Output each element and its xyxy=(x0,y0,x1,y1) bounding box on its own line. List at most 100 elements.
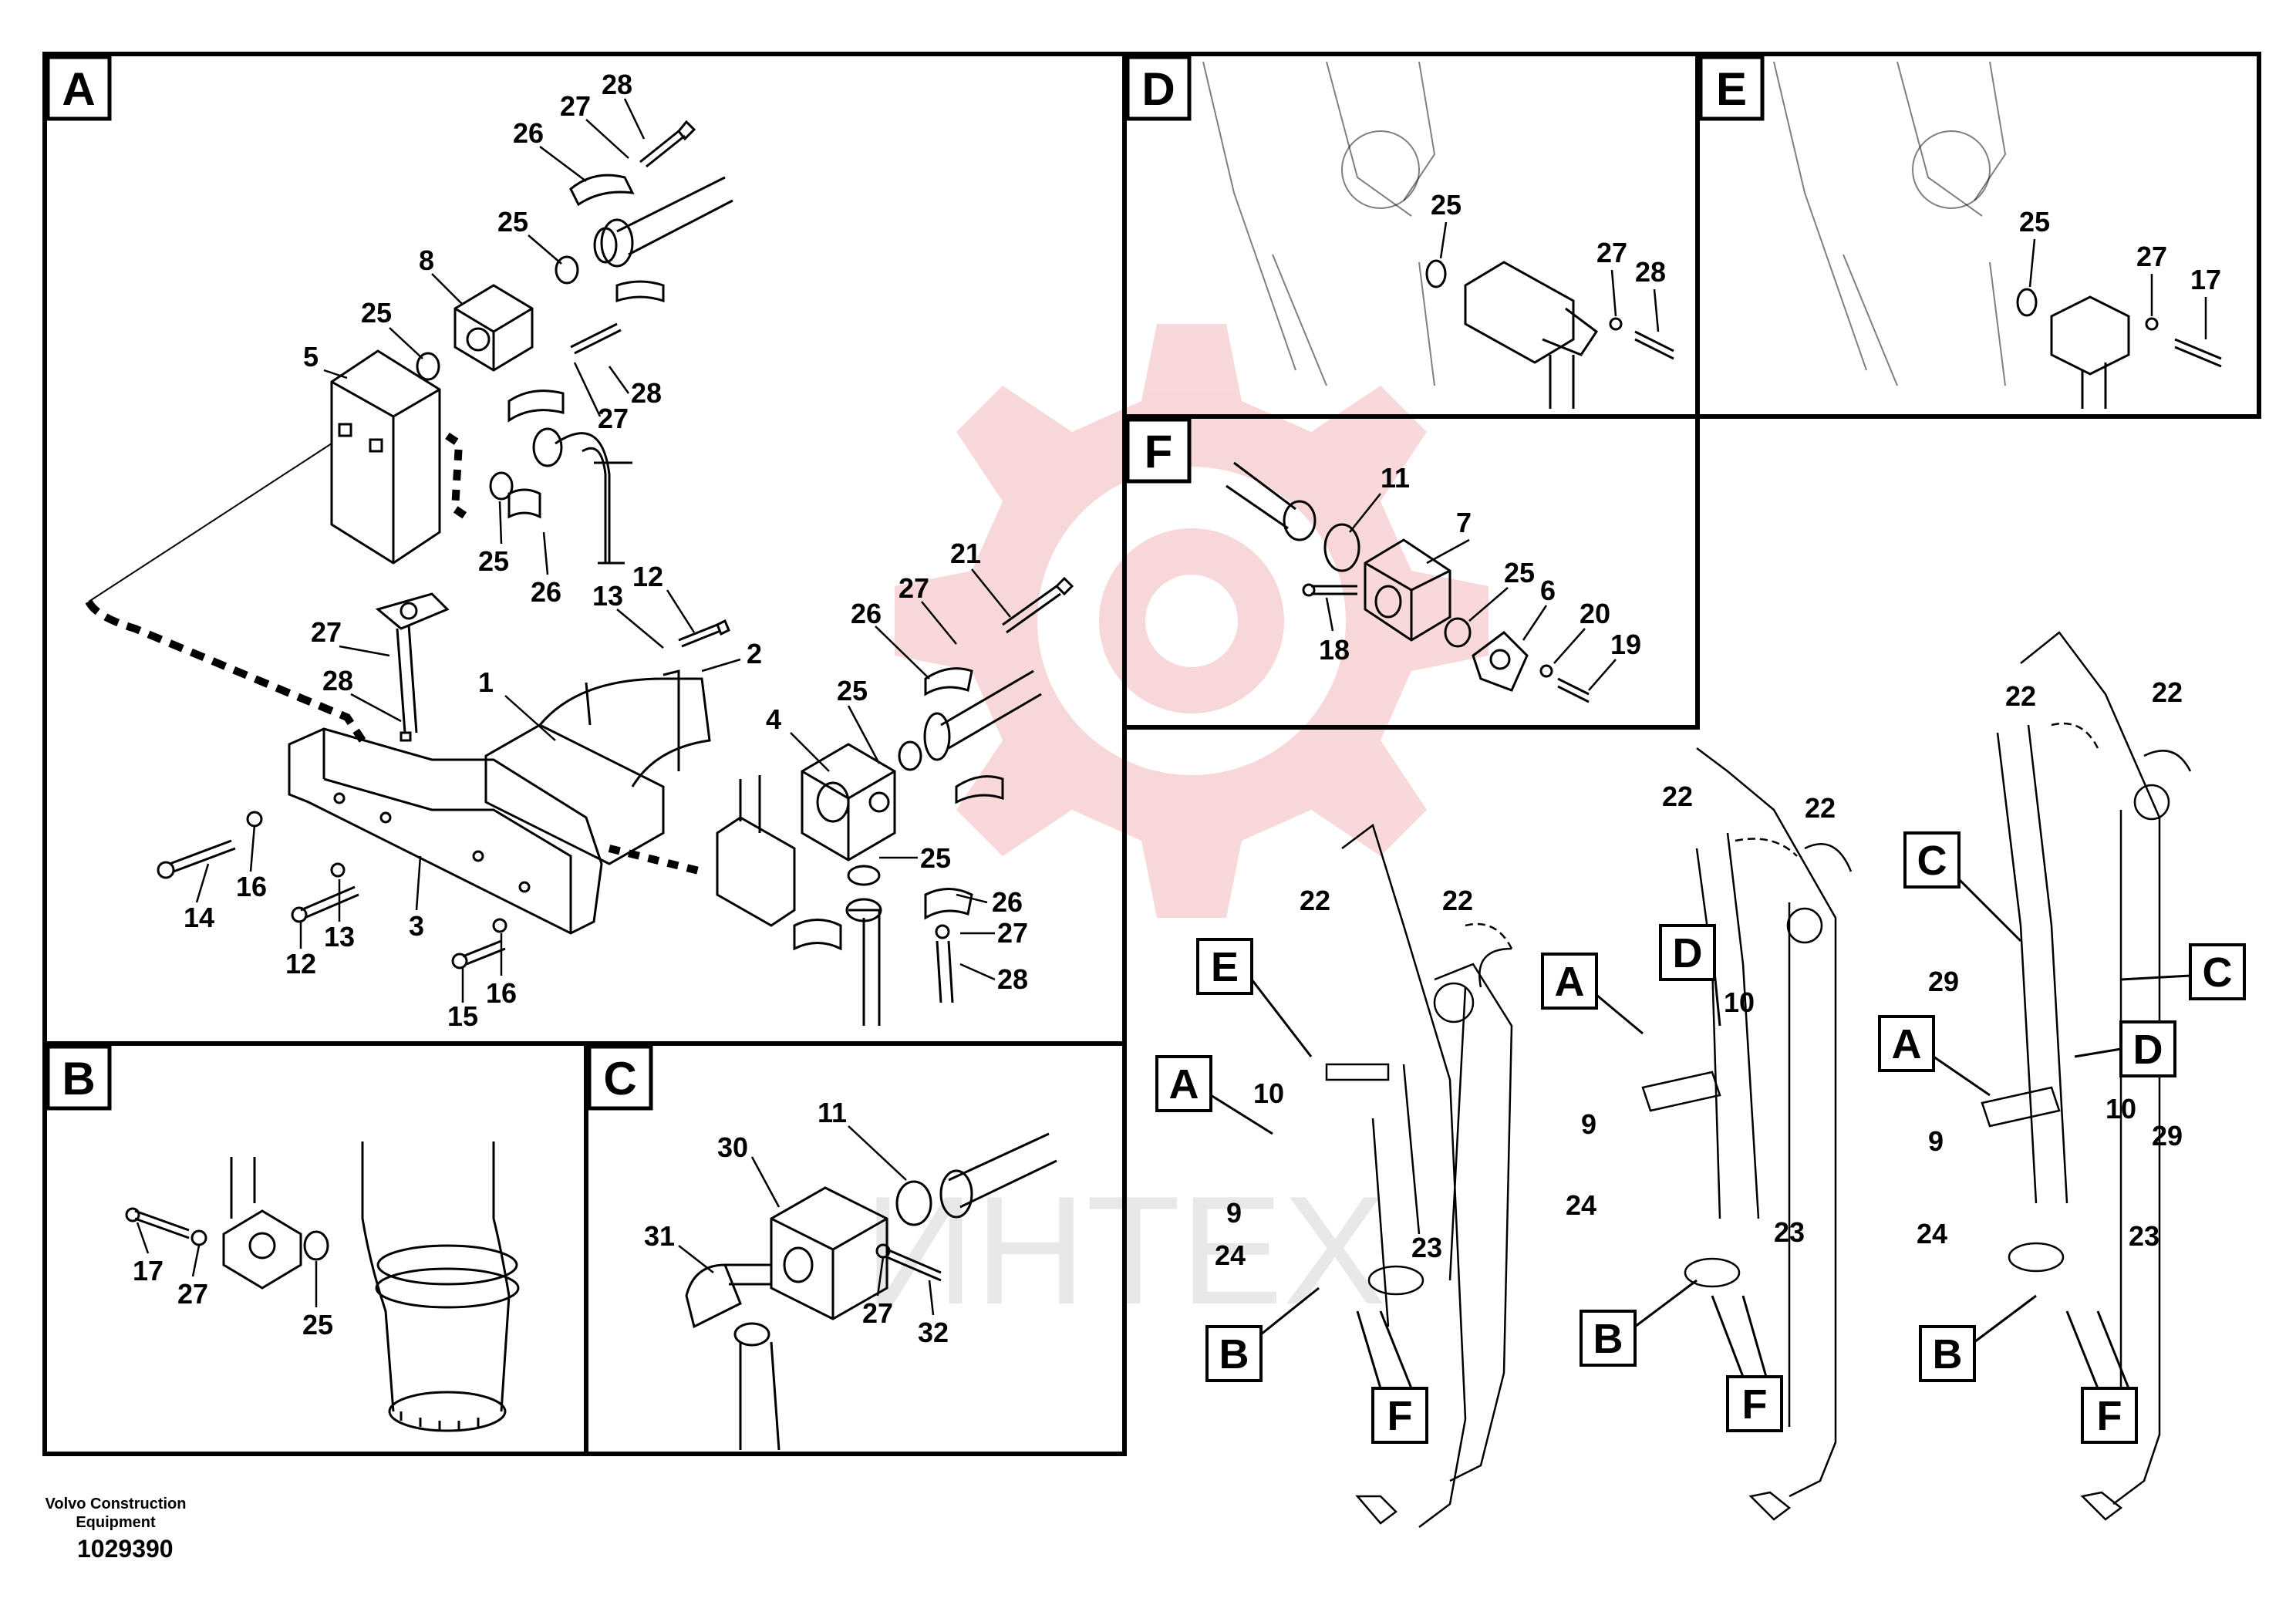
callout: 16 xyxy=(486,977,517,1009)
document-number: 1029390 xyxy=(77,1535,174,1563)
callout: 27 xyxy=(560,90,591,122)
callout: 27 xyxy=(899,572,929,604)
callout: 27 xyxy=(862,1297,893,1329)
callout: 25 xyxy=(302,1309,333,1340)
callout: 25 xyxy=(837,675,868,706)
callout: 32 xyxy=(918,1317,949,1348)
callout: 6 xyxy=(1540,575,1556,606)
panel-a-callouts: 28 27 26 25 8 25 5 28 27 25 26 21 27 26 … xyxy=(184,69,1028,1032)
panel-a-drawing xyxy=(85,120,1074,1026)
panel-tag-a: A xyxy=(46,55,112,121)
svg-text:E: E xyxy=(1211,944,1239,990)
callout: 11 xyxy=(1381,462,1410,494)
callout: 1 xyxy=(478,666,494,698)
panel-f-leaders xyxy=(1325,493,1617,691)
svg-text:B: B xyxy=(62,1053,95,1104)
svg-text:D: D xyxy=(2133,1027,2163,1073)
svg-text:A: A xyxy=(62,63,95,115)
callout: 23 xyxy=(1411,1232,1442,1263)
callout: 12 xyxy=(285,948,316,980)
callout: 11 xyxy=(818,1097,847,1128)
callout: 22 xyxy=(1300,885,1330,916)
callout: 27 xyxy=(598,403,629,434)
svg-text:C: C xyxy=(603,1053,636,1104)
callout: 10 xyxy=(1724,986,1755,1018)
callout: 2 xyxy=(747,638,762,669)
svg-text:C: C xyxy=(1917,838,1947,884)
callout: 22 xyxy=(1662,781,1693,812)
callout: 9 xyxy=(1226,1197,1242,1229)
callout: 21 xyxy=(950,538,981,569)
panel-b-callouts: 17 27 25 xyxy=(133,1255,333,1340)
panel-tag-d: D xyxy=(1125,55,1192,121)
ov2-tag-b: B xyxy=(1580,1310,1637,1367)
callout: 27 xyxy=(1596,237,1627,268)
ov1-tag-a: A xyxy=(1155,1055,1212,1112)
panel-e-leaders xyxy=(2028,238,2207,339)
ov3-tag-b: B xyxy=(1919,1325,1976,1382)
overview-tags: E A B F D A B F C C A D B F xyxy=(1155,831,2246,1444)
svg-text:D: D xyxy=(1141,63,1175,115)
panel-f-frame xyxy=(1122,414,1700,730)
callout: 20 xyxy=(1580,598,1610,629)
callout: 25 xyxy=(2019,206,2050,238)
svg-text:C: C xyxy=(2203,949,2233,996)
svg-text:F: F xyxy=(1145,426,1173,477)
panel-d-leaders xyxy=(1439,221,1660,332)
callout: 18 xyxy=(1319,634,1350,666)
callout: 28 xyxy=(602,69,632,100)
callout: 5 xyxy=(303,341,319,373)
svg-text:A: A xyxy=(1169,1061,1199,1108)
callout: 23 xyxy=(1774,1216,1805,1248)
callout: 30 xyxy=(717,1131,748,1163)
callout: 8 xyxy=(419,244,434,276)
panel-b-drawing xyxy=(125,1141,520,1432)
panel-tags: A B C D E F xyxy=(46,55,1765,1111)
callout: 10 xyxy=(1253,1077,1284,1109)
callout: 26 xyxy=(531,576,561,608)
callout: 25 xyxy=(1431,189,1462,221)
callout: 15 xyxy=(447,1000,478,1032)
callout: 19 xyxy=(1610,629,1641,660)
panel-b-leaders xyxy=(136,1222,318,1307)
callout: 16 xyxy=(236,871,267,902)
callout: 13 xyxy=(592,580,623,612)
ov3-tag-c-left: C xyxy=(1903,831,1961,889)
ov1-tag-f: F xyxy=(1371,1387,1428,1444)
svg-text:F: F xyxy=(1742,1381,1768,1428)
callout: 9 xyxy=(1581,1108,1596,1140)
ov2-tag-d: D xyxy=(1659,924,1716,981)
overview-booms xyxy=(1325,631,2192,1528)
ov1-tag-b: B xyxy=(1205,1325,1263,1382)
ov3-tag-c-right: C xyxy=(2189,943,2246,1000)
panel-e-callouts: 25 27 17 xyxy=(2019,206,2221,295)
callout: 25 xyxy=(1504,557,1535,588)
ov2-tag-a: A xyxy=(1541,953,1598,1010)
callout: 22 xyxy=(1442,885,1473,916)
callout: 31 xyxy=(644,1220,675,1252)
callout: 25 xyxy=(361,297,392,329)
watermark-gear xyxy=(895,324,1489,918)
svg-text:A: A xyxy=(1892,1021,1922,1067)
callout: 27 xyxy=(177,1278,208,1310)
callout: 29 xyxy=(2152,1120,2183,1152)
callout: 25 xyxy=(478,545,509,577)
ov3-tag-a: A xyxy=(1878,1015,1935,1072)
panel-c-frame xyxy=(584,1041,1127,1456)
svg-text:F: F xyxy=(2097,1393,2122,1439)
ov3-tag-d: D xyxy=(2119,1020,2176,1077)
callout: 25 xyxy=(497,206,528,238)
panel-tag-e: E xyxy=(1698,55,1765,121)
callout: 28 xyxy=(1635,256,1666,288)
callout: 26 xyxy=(992,886,1023,918)
callout: 22 xyxy=(1805,792,1836,824)
panel-b-frame xyxy=(42,1041,588,1456)
panel-d-parts xyxy=(1425,259,1674,409)
callout: 12 xyxy=(632,561,663,592)
callout: 29 xyxy=(1928,966,1959,997)
panel-e-parts xyxy=(2016,288,2222,409)
callout: 28 xyxy=(631,377,662,409)
svg-text:A: A xyxy=(1555,959,1585,1005)
ov3-tag-f: F xyxy=(2081,1387,2138,1444)
